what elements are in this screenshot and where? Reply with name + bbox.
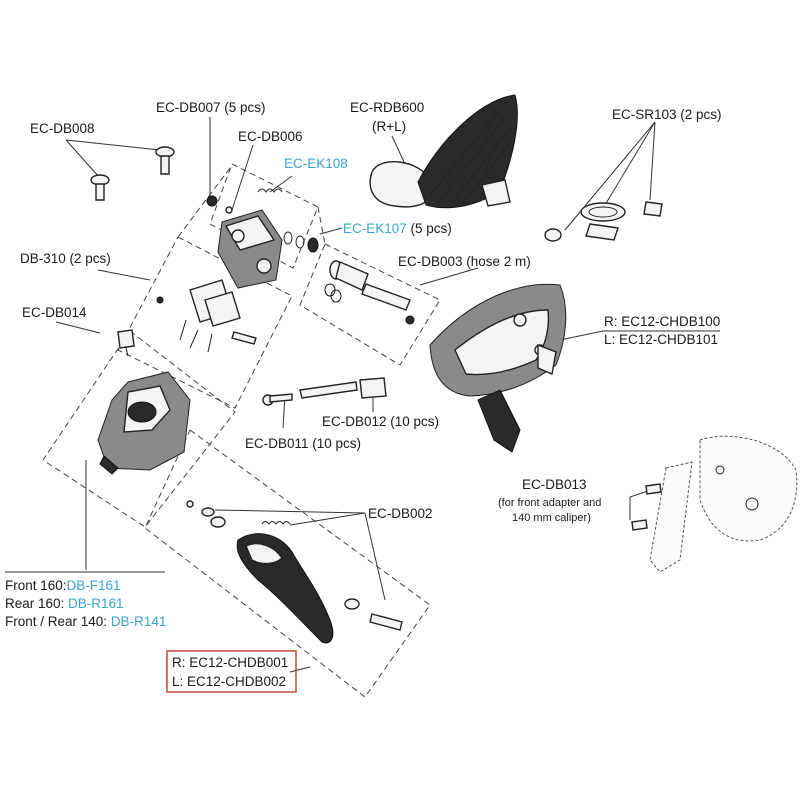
label-chdb002: L: EC12-CHDB002 [172,674,286,689]
highlight-box [166,650,297,693]
ec-db003-hose-fitting [324,260,415,325]
label-ec-db008: EC-DB008 [30,121,95,136]
label-ec-rdb600-sub: (R+L) [372,119,406,134]
ec-db013-adapter [631,435,798,573]
label-front-rear-140-code: DB-R141 [111,614,167,629]
label-ec-rdb600: EC-RDB600 [350,100,424,115]
ec-rdb600-hood [369,94,518,209]
label-ec-db007: EC-DB007 (5 pcs) [156,100,266,115]
ec-sr103-clamp [544,201,663,242]
lever-body-assembly [429,283,567,453]
db-310-brake-pads [156,279,257,353]
label-rear-160-prefix: Rear 160: [5,596,68,611]
label-ec-db011: EC-DB011 (10 pcs) [245,436,361,451]
label-ec-db002: EC-DB002 [368,506,433,521]
label-ec-db014: EC-DB014 [22,305,87,320]
label-db-310: DB-310 (2 pcs) [20,251,111,266]
label-chdb101: L: EC12-CHDB101 [604,332,718,347]
label-ec-sr103: EC-SR103 (2 pcs) [612,107,722,122]
label-front-160: Front 160:DB-F161 [5,578,121,593]
label-front-160-code: DB-F161 [67,578,121,593]
label-rear-160-code: DB-R161 [68,596,124,611]
ec-db008-screws [90,146,175,201]
ec-ek108-spring [257,188,283,193]
label-ec-ek107-code: EC-EK107 [343,221,407,236]
label-chdb001: R: EC12-CHDB001 [172,655,288,670]
label-ec-ek107: EC-EK107 (5 pcs) [343,221,452,236]
ec-db012-bushings [299,377,387,399]
ec-db007-screws [206,195,233,214]
caliper-body [97,371,191,475]
label-ec-db003: EC-DB003 (hose 2 m) [398,254,531,269]
label-ec-db013: EC-DB013 [522,477,587,492]
label-ec-ek107-qty: (5 pcs) [407,221,452,236]
label-ec-db006: EC-DB006 [238,129,303,144]
label-front-160-prefix: Front 160: [5,578,67,593]
label-ec-db013-note1: (for front adapter and [498,497,601,509]
label-front-rear-140: Front / Rear 140: DB-R141 [5,614,166,629]
label-ec-db012: EC-DB012 (10 pcs) [322,414,439,429]
part-labels: EC-DB008 EC-DB007 (5 pcs) EC-DB006 EC-EK… [5,100,722,689]
ec-db014-bleed-screw [117,329,135,357]
label-rear-160: Rear 160: DB-R161 [5,596,124,611]
ec-db011-pins [262,393,293,406]
label-ec-ek108: EC-EK108 [284,156,348,171]
label-chdb100: R: EC12-CHDB100 [604,314,720,329]
label-front-rear-140-prefix: Front / Rear 140: [5,614,111,629]
ec-db002-lever-blade [186,500,403,644]
label-ec-db013-note2: 140 mm caliper) [512,512,591,524]
ec-ek107-seals [283,231,319,253]
master-cylinder-block [217,209,283,289]
